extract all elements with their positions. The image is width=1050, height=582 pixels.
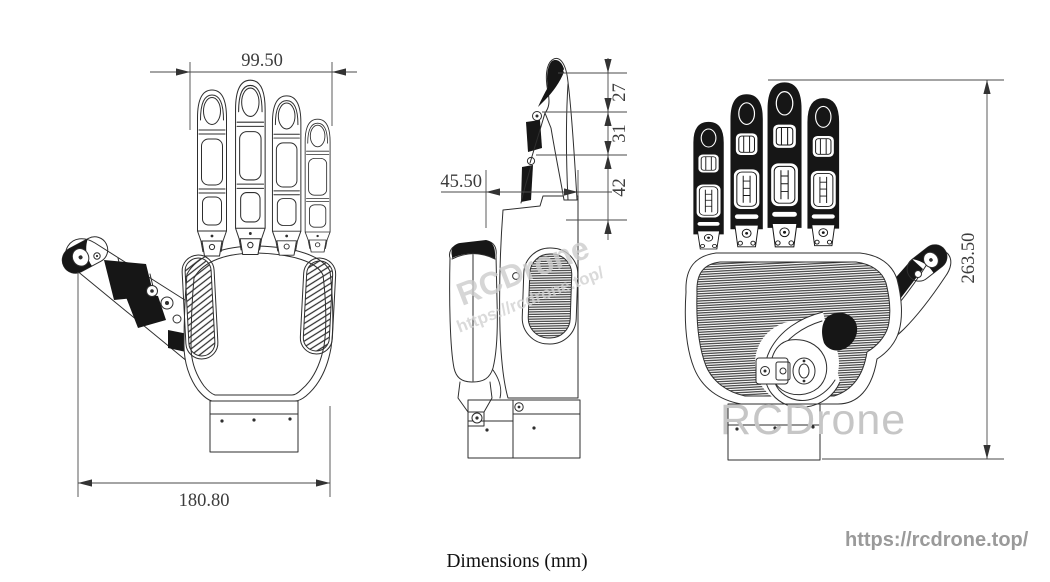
grip-pad-side xyxy=(521,247,579,345)
dimension-overall-height: 263.50 xyxy=(768,79,1004,460)
front-view xyxy=(61,79,337,453)
watermark-brand: RCDrone xyxy=(720,396,906,444)
dimension-fingers-width: 99.50 xyxy=(150,51,357,130)
side-view xyxy=(449,58,581,459)
footer-url: https://rcdrone.top/ xyxy=(845,529,1029,551)
palm-pad xyxy=(684,252,902,408)
wrist-base-side xyxy=(467,399,581,459)
wrist-base-front xyxy=(209,400,299,453)
dimensions: 99.50 180.80 45.50 27 31 42 263.50 xyxy=(77,51,1004,511)
grip-pad-right xyxy=(299,257,337,355)
dimension-label-42: 42 xyxy=(610,178,630,197)
dimension-label-45-50: 45.50 xyxy=(440,172,482,192)
dimension-label-180-80: 180.80 xyxy=(179,491,230,511)
dimension-hand-width: 180.80 xyxy=(77,272,331,511)
dimension-hand-depth: 45.50 xyxy=(440,170,612,228)
thumb-side xyxy=(449,240,502,427)
thumb-tip-palm xyxy=(906,244,948,282)
thumb-front xyxy=(61,236,189,363)
fingers-palm xyxy=(693,82,840,250)
palm-side xyxy=(499,195,579,399)
thumb-tip-front xyxy=(61,236,109,274)
dimension-label-99-50: 99.50 xyxy=(241,51,283,71)
dimension-label-31: 31 xyxy=(610,124,630,143)
grip-pad-left xyxy=(181,254,219,360)
fingers-front xyxy=(197,79,331,257)
palm-view xyxy=(684,82,952,461)
dimension-finger-segments: 27 31 42 xyxy=(536,58,630,240)
dimension-label-27: 27 xyxy=(610,83,630,102)
dimension-label-263-50: 263.50 xyxy=(959,233,979,284)
wrist-base-palm xyxy=(727,403,821,461)
caption: Dimensions (mm) xyxy=(446,551,587,572)
palm-front xyxy=(181,245,337,402)
finger-side xyxy=(520,58,578,204)
